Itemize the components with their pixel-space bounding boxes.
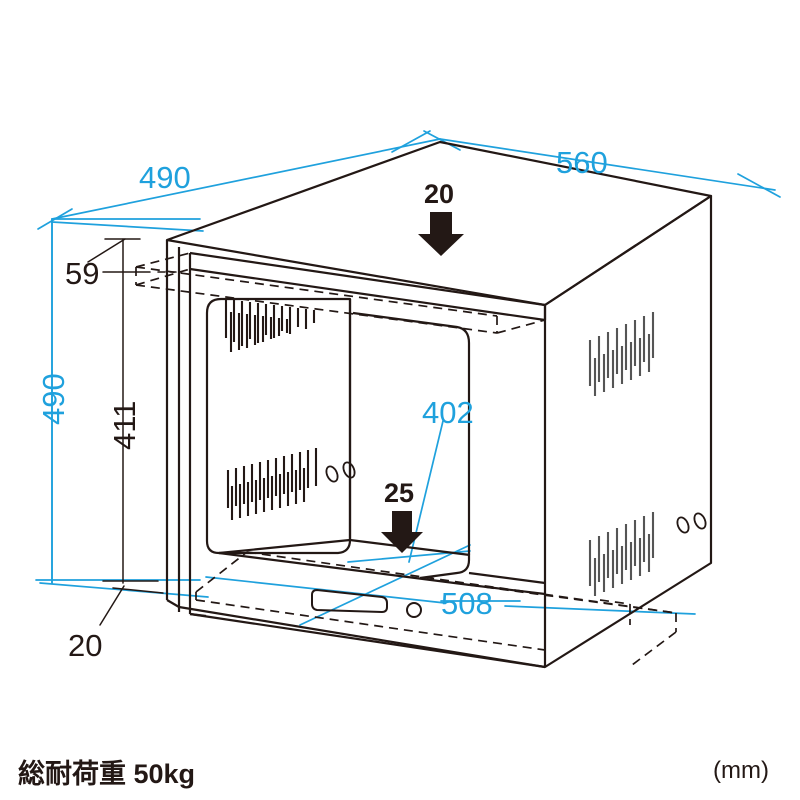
total-load-capacity-note: 総耐荷重 50kg bbox=[18, 759, 196, 789]
dimension-label-height-490: 490 bbox=[36, 373, 71, 425]
load-label-shelf-25: 25 bbox=[384, 478, 415, 508]
dimension-label-inner-depth-508: 508 bbox=[441, 586, 493, 621]
load-arrow-top bbox=[418, 212, 464, 256]
hidden-lines-dashed bbox=[135, 252, 677, 669]
inner-panel-oval-holes bbox=[325, 461, 356, 483]
vent-slots-side-upper bbox=[588, 312, 655, 396]
units-note: (mm) bbox=[713, 757, 769, 784]
side-panel-oval-holes bbox=[676, 512, 707, 534]
dimension-label-bottom-offset-20: 20 bbox=[68, 628, 103, 663]
vent-slots-inner-upper bbox=[224, 299, 316, 352]
dimension-label-depth-490: 490 bbox=[139, 160, 191, 195]
dimension-label-top-clearance-59: 59 bbox=[65, 256, 100, 291]
front-round-hole bbox=[406, 602, 422, 618]
load-label-top-20: 20 bbox=[424, 179, 455, 209]
dimension-label-inner-width-402: 402 bbox=[422, 395, 474, 430]
dimension-lines-blue bbox=[35, 130, 781, 626]
vent-slots-inner-lower bbox=[226, 448, 318, 520]
dimension-label-width-560: 560 bbox=[556, 145, 608, 180]
load-arrow-shelf bbox=[381, 511, 423, 553]
front-slot-window bbox=[311, 588, 388, 614]
dimension-label-inner-height-411: 411 bbox=[107, 400, 142, 450]
vent-slots-side-lower bbox=[588, 512, 655, 596]
